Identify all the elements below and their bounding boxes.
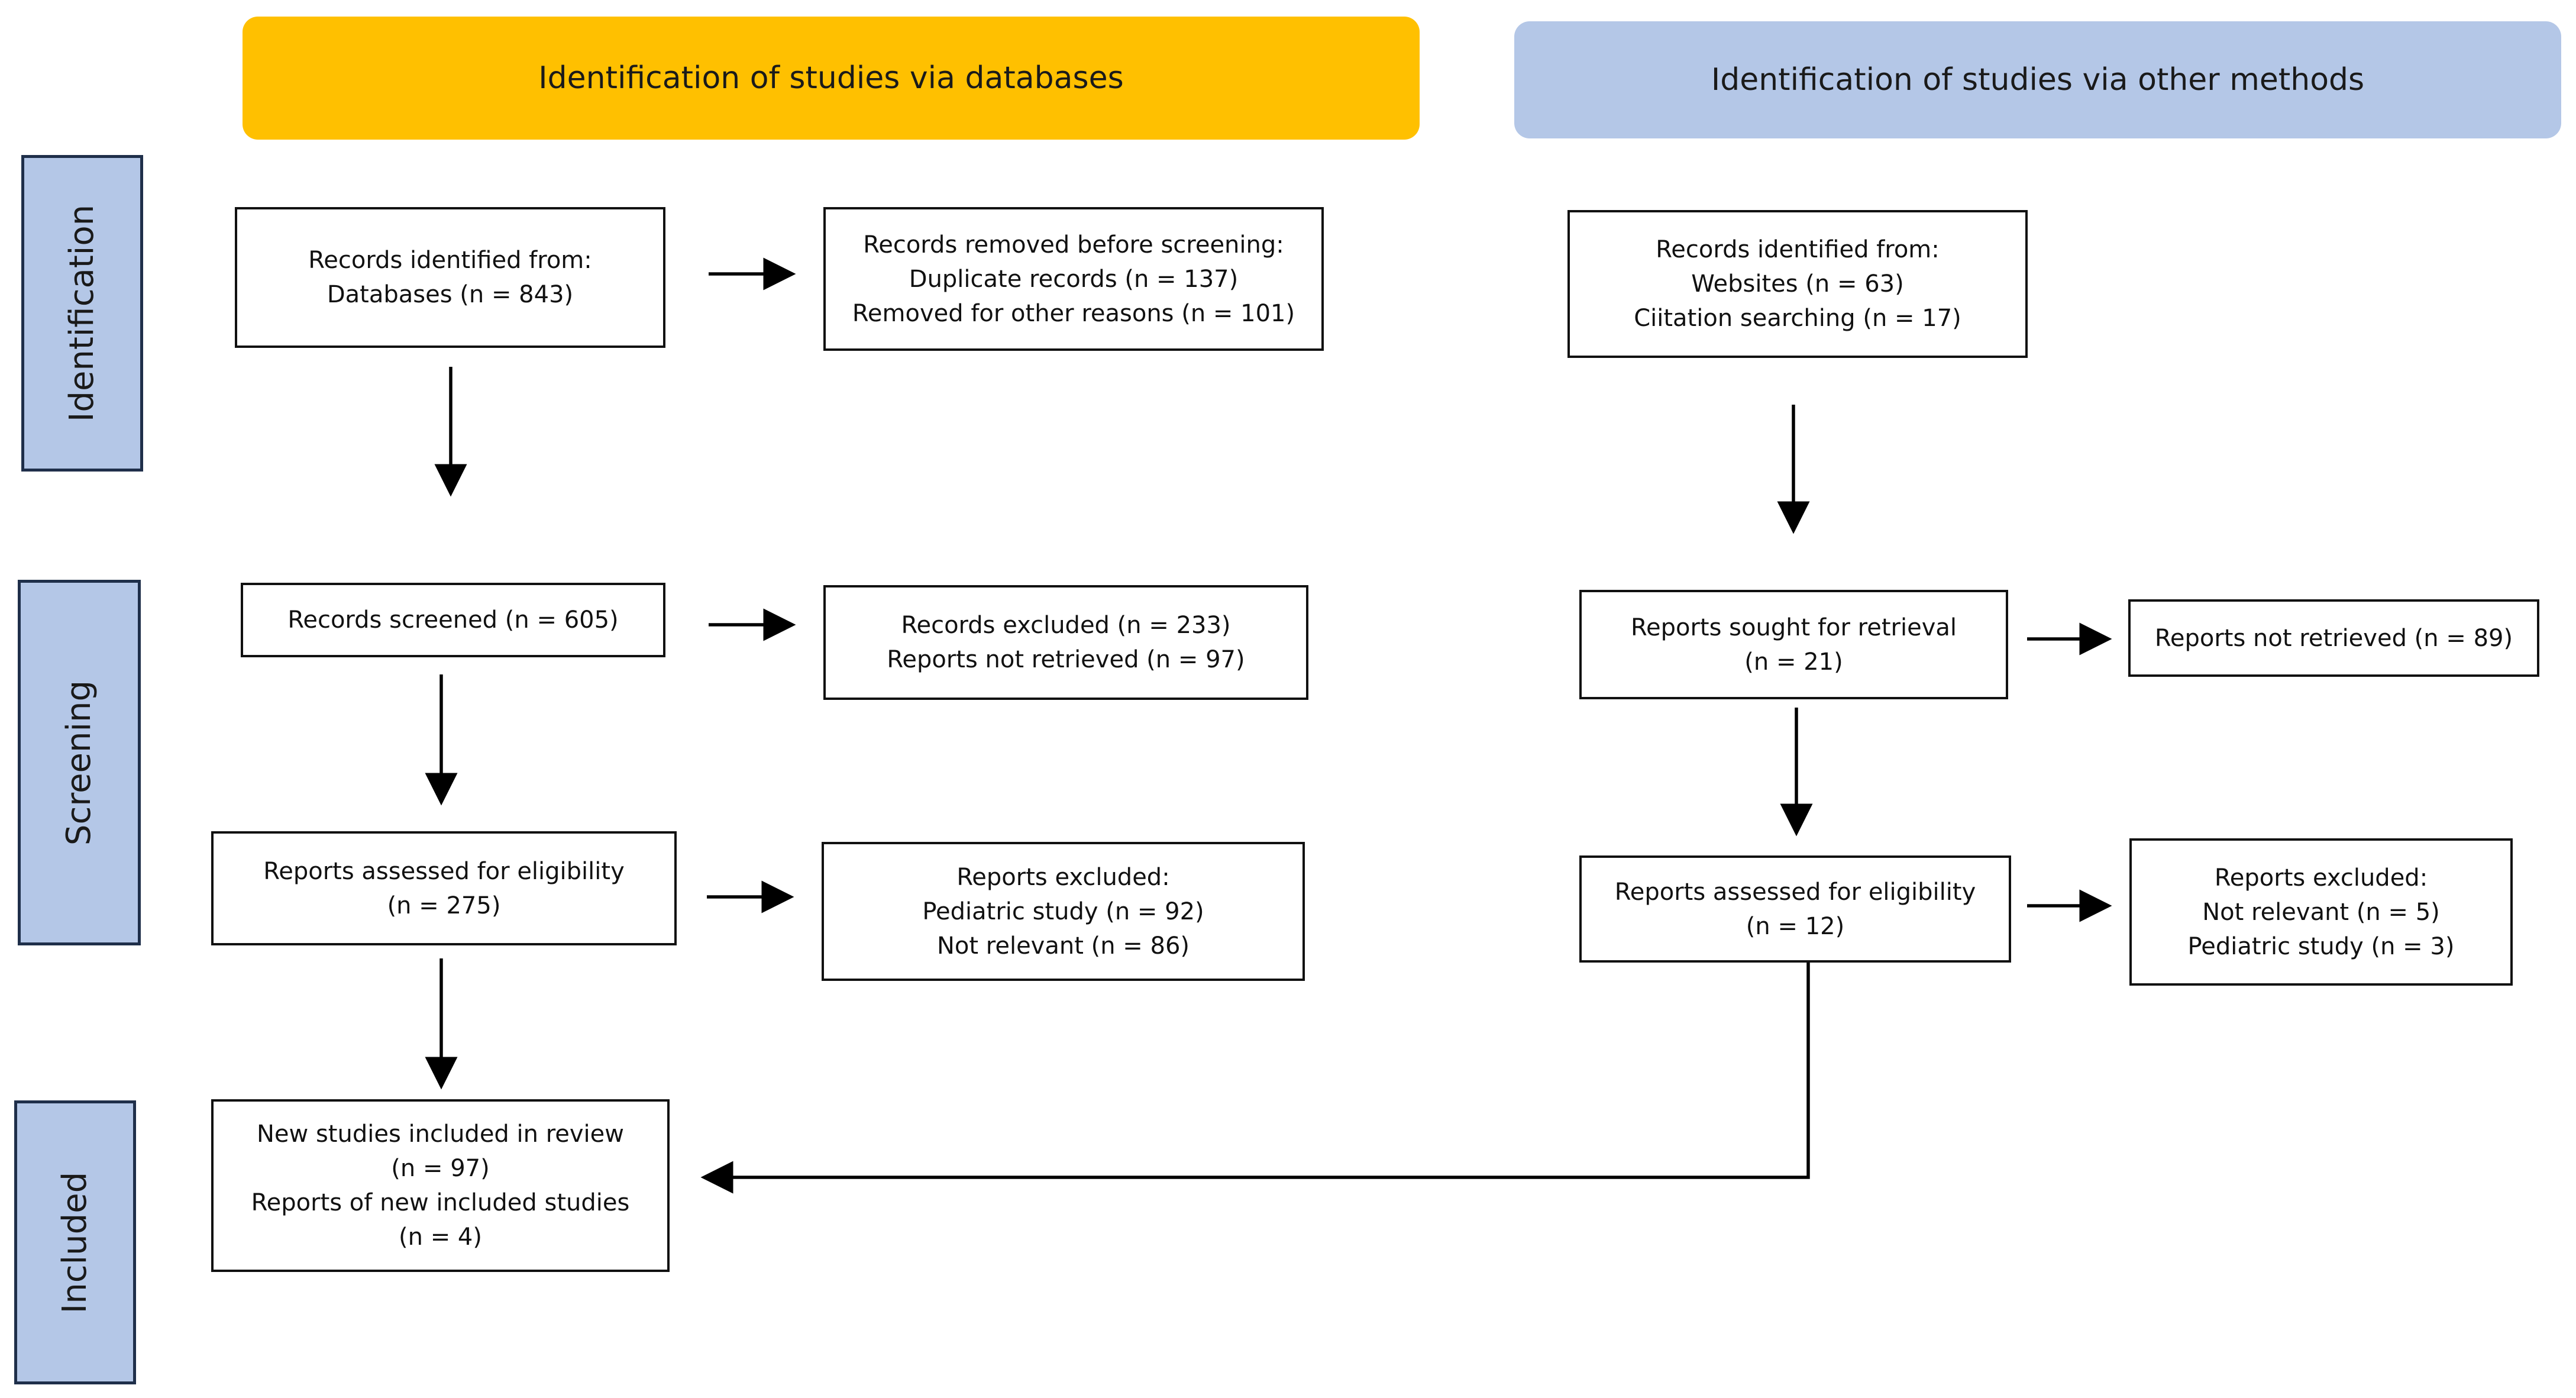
box-line: Pediatric study (n = 92): [922, 897, 1204, 925]
other-records-identified-box: Records identified from: Websites (n = 6…: [1567, 210, 2028, 358]
phase-included-label: Included: [14, 1100, 136, 1384]
box-line: Reports not retrieved (n = 97): [887, 646, 1245, 673]
db-reports-assessed-box: Reports assessed for eligibility (n = 27…: [211, 831, 677, 945]
box-line: Websites (n = 63): [1691, 270, 1904, 298]
box-line: (n = 275): [387, 892, 501, 919]
db-records-screened-box: Records screened (n = 605): [241, 583, 665, 657]
box-line: Removed for other reasons (n = 101): [852, 299, 1295, 327]
box-line: (n = 4): [399, 1223, 482, 1251]
box-line: Duplicate records (n = 137): [909, 265, 1239, 293]
box-line: Not relevant (n = 86): [936, 932, 1190, 960]
box-line: Reports of new included studies: [251, 1189, 630, 1216]
connector-to-included: [700, 963, 1810, 1194]
phase-identification-label: Identification: [21, 155, 143, 472]
box-line: Reports assessed for eligibility: [263, 857, 625, 885]
db-reports-excluded-box: Reports excluded: Pediatric study (n = 9…: [822, 842, 1305, 981]
box-line: Reports assessed for eligibility: [1614, 878, 1976, 906]
box-line: Reports excluded:: [956, 863, 1170, 891]
db-records-removed-box: Records removed before screening: Duplic…: [823, 207, 1324, 351]
box-line: New studies included in review: [257, 1121, 624, 1148]
box-line: (n = 97): [391, 1155, 490, 1182]
studies-included-box: New studies included in review (n = 97) …: [211, 1099, 670, 1272]
box-line: Records identified from:: [1656, 236, 1940, 263]
db-records-excluded-box: Records excluded (n = 233) Reports not r…: [823, 585, 1308, 700]
other-reports-not-retrieved-box: Reports not retrieved (n = 89): [2128, 599, 2539, 677]
box-line: Reports not retrieved (n = 89): [2154, 624, 2513, 652]
other-reports-assessed-box: Reports assessed for eligibility (n = 12…: [1579, 855, 2011, 963]
box-line: Ciitation searching (n = 17): [1634, 305, 1961, 332]
db-records-identified-box: Records identified from: Databases (n = …: [235, 207, 665, 348]
box-line: Reports excluded:: [2214, 864, 2428, 892]
box-line: Not relevant (n = 5): [2202, 898, 2440, 926]
box-line: Records identified from:: [308, 247, 592, 274]
box-line: (n = 21): [1744, 648, 1843, 676]
box-line: Databases (n = 843): [327, 281, 574, 308]
box-line: Reports sought for retrieval: [1631, 614, 1957, 641]
box-line: (n = 12): [1746, 912, 1845, 940]
box-line: Records removed before screening:: [863, 231, 1284, 259]
databases-header: Identification of studies via databases: [243, 17, 1420, 140]
other-methods-header: Identification of studies via other meth…: [1514, 21, 2561, 138]
other-reports-sought-box: Reports sought for retrieval (n = 21): [1579, 590, 2008, 699]
phase-screening-label: Screening: [18, 580, 141, 945]
box-line: Records excluded (n = 233): [901, 612, 1231, 639]
box-line: Records screened (n = 605): [287, 606, 619, 634]
other-reports-excluded-box: Reports excluded: Not relevant (n = 5) P…: [2129, 838, 2513, 986]
box-line: Pediatric study (n = 3): [2187, 932, 2455, 960]
